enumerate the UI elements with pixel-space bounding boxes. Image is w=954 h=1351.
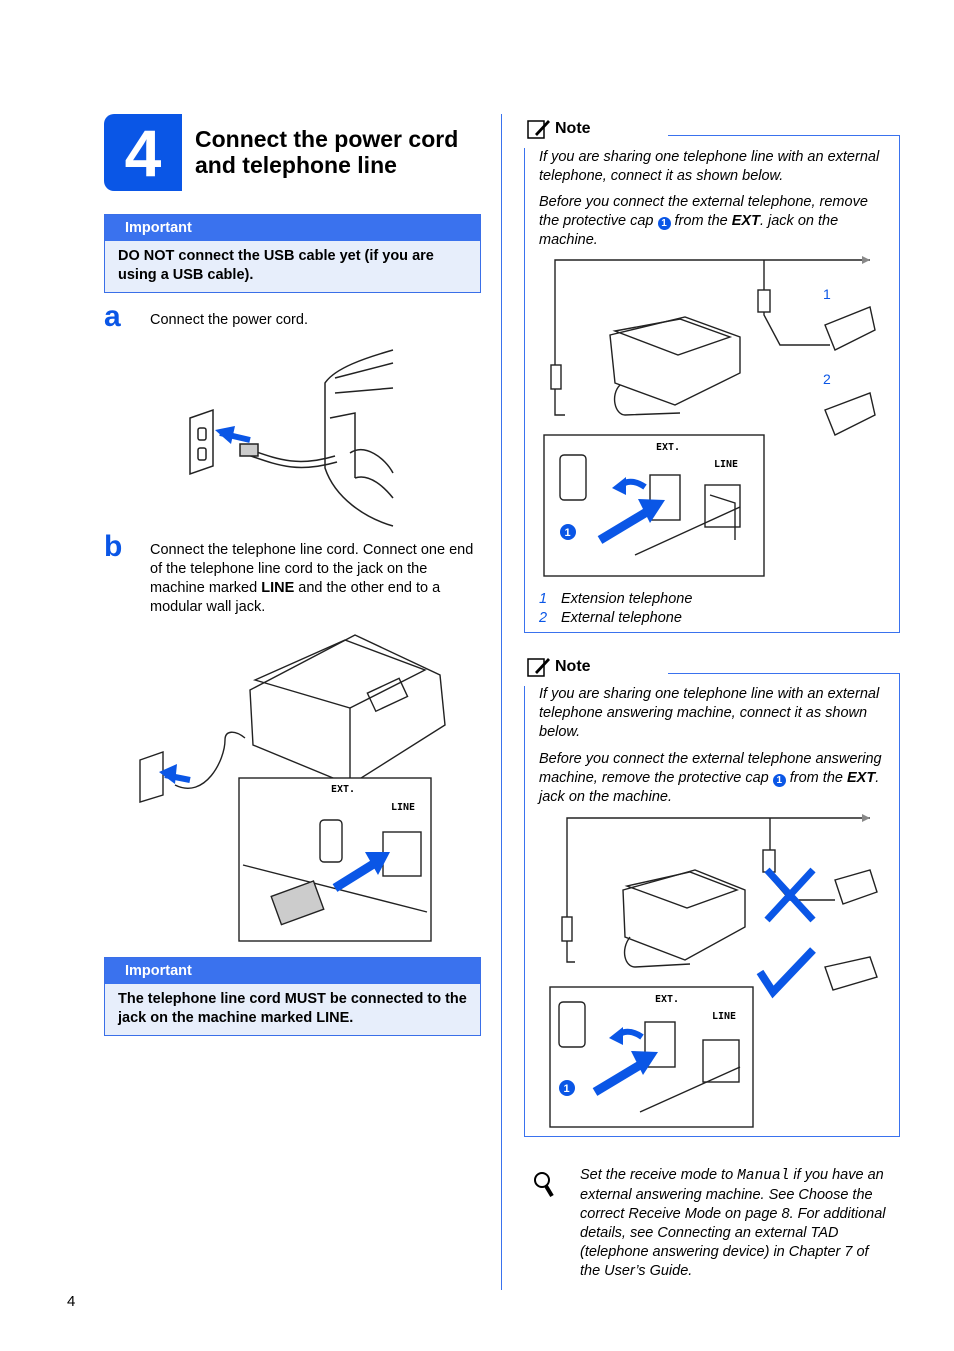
callout-1-icon: 1 bbox=[772, 774, 786, 787]
important-heading: Important bbox=[105, 215, 480, 241]
note-border bbox=[524, 686, 525, 1136]
answering-machine-diagram: 1 EXT. LINE bbox=[549, 814, 878, 1128]
step-number-badge: 4 bbox=[104, 114, 182, 191]
line-jack-label: LINE bbox=[391, 802, 415, 813]
ext-label: EXT. bbox=[656, 442, 680, 453]
important-heading: Important bbox=[105, 958, 480, 984]
ext-label: EXT. bbox=[655, 994, 679, 1005]
important-text: The telephone line cord MUST be connecte… bbox=[118, 991, 467, 1026]
note-title: Note bbox=[555, 120, 591, 137]
ext-label: EXT bbox=[731, 213, 760, 229]
step-letter-a: a bbox=[104, 300, 121, 333]
legend-number: 2 bbox=[539, 610, 548, 626]
note1-p2-text: Before you connect the external telephon… bbox=[539, 194, 868, 229]
power-cord-illustration bbox=[189, 349, 394, 527]
note-title: Note bbox=[555, 658, 591, 675]
note-pencil-icon bbox=[527, 658, 550, 677]
telephone-line-illustration: EXT. LINE bbox=[139, 634, 446, 942]
note-rule bbox=[668, 135, 900, 136]
line-jack-label: LINE bbox=[712, 1011, 736, 1022]
note-box-2 bbox=[524, 673, 900, 1137]
step-b-text-part: and the other end to a modular wall jack… bbox=[150, 580, 441, 615]
legend-label: External telephone bbox=[561, 610, 682, 626]
tip-text-part: Set the receive mode to bbox=[580, 1167, 738, 1183]
note2-p2-text: Before you connect the external telephon… bbox=[539, 751, 882, 786]
note-box-1 bbox=[524, 135, 900, 633]
external-telephone-diagram: 1 EXT. LINE 1 2 bbox=[543, 256, 876, 577]
ext-label: EXT bbox=[846, 770, 876, 786]
note1-p2-text: from the bbox=[670, 213, 732, 229]
note-heading-1: Note bbox=[527, 118, 591, 140]
note-pencil-icon bbox=[527, 120, 550, 139]
note-border bbox=[524, 148, 525, 632]
legend-label: Extension telephone bbox=[561, 591, 693, 607]
legend-number: 1 bbox=[539, 591, 548, 607]
note1-p2-text: . jack on the machine. bbox=[539, 213, 839, 248]
tip-text-part: if you have an external answering machin… bbox=[580, 1167, 886, 1279]
ext-label: EXT. bbox=[331, 784, 355, 795]
important-box-usb: Important DO NOT connect the USB cable y… bbox=[104, 214, 481, 293]
page-title: Connect the power cord and telephone lin… bbox=[195, 126, 459, 178]
line-label: LINE bbox=[261, 580, 295, 596]
note-rule bbox=[668, 673, 900, 674]
note-heading-2: Note bbox=[527, 656, 591, 678]
note1-p1: If you are sharing one telephone line wi… bbox=[539, 149, 880, 184]
cap-callout: 1 bbox=[565, 527, 571, 539]
manual-mode-code: Manual bbox=[737, 1168, 790, 1184]
legend-item: 2 External telephone bbox=[539, 609, 682, 628]
legend-item: 1 Extension telephone bbox=[539, 590, 692, 609]
important-text: DO NOT connect the USB cable yet (if you… bbox=[118, 248, 434, 283]
callout-1: 1 bbox=[823, 286, 831, 302]
note2-p2: Before you connect the external telephon… bbox=[539, 750, 889, 807]
note2-p1: If you are sharing one telephone line wi… bbox=[539, 686, 880, 740]
column-divider bbox=[501, 114, 502, 1290]
line-jack-label: LINE bbox=[714, 459, 738, 470]
magnifier-icon bbox=[534, 1172, 554, 1198]
tip-text: Set the receive mode to Manual if you ha… bbox=[580, 1166, 890, 1281]
callout-1-icon: 1 bbox=[657, 217, 671, 230]
step-letter-b: b bbox=[104, 530, 123, 563]
step-b-text-part: Connect the telephone line cord. Connect… bbox=[150, 542, 474, 596]
step-b-text: Connect the telephone line cord. Connect… bbox=[150, 541, 480, 617]
note2-p2-text: from the bbox=[785, 770, 847, 786]
note2-p2-text: . jack on the machine. bbox=[539, 770, 880, 805]
important-box-line: Important The telephone line cord MUST b… bbox=[104, 957, 481, 1036]
cap-callout: 1 bbox=[564, 1083, 570, 1095]
step-a-text: Connect the power cord. bbox=[150, 312, 308, 328]
note1-p2: Before you connect the external telephon… bbox=[539, 193, 889, 250]
callout-2: 2 bbox=[823, 371, 831, 387]
page-number: 4 bbox=[67, 1293, 76, 1310]
